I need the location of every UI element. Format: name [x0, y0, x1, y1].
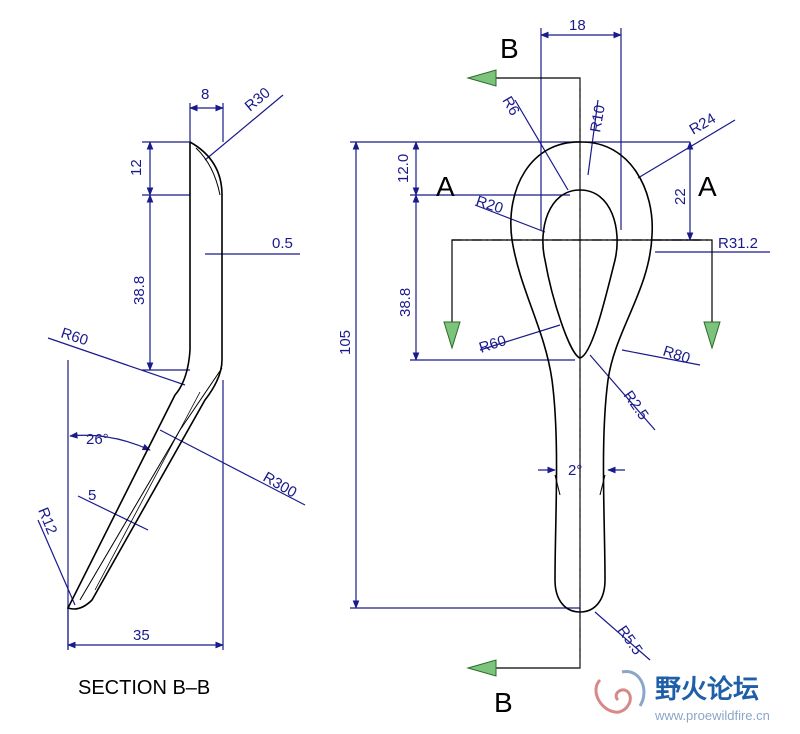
- dim-r20: R20: [474, 193, 505, 218]
- cut-arrows: [443, 69, 721, 677]
- dim-h12: 12: [128, 159, 145, 176]
- dim-top-width: 8: [201, 86, 209, 103]
- watermark: 野火论坛 www.proewildfire.cn: [594, 670, 770, 723]
- dim-h12: 12.0: [395, 154, 412, 183]
- dim-r24: R24: [687, 110, 719, 138]
- dim-r80: R80: [661, 343, 692, 368]
- watermark-url: www.proewildfire.cn: [654, 708, 770, 723]
- section-caption: SECTION B–B: [78, 677, 210, 699]
- dim-r60: R60: [59, 325, 90, 350]
- label-b-top: B: [500, 33, 519, 64]
- dim-r12: R12: [34, 505, 60, 537]
- dim-w18: 18: [569, 17, 586, 34]
- cut-lines: [451, 77, 713, 669]
- label-b-bottom: B: [494, 687, 513, 718]
- dim-r312: R31.2: [718, 235, 758, 252]
- label-a-left: A: [436, 171, 455, 202]
- dim-h22: 22: [672, 188, 689, 205]
- section-profile: [66, 141, 223, 610]
- dim-r6: R6: [499, 94, 523, 119]
- dim-r10: R10: [587, 104, 609, 134]
- section-view: [37, 94, 306, 650]
- watermark-title: 野火论坛: [655, 675, 759, 705]
- dim-width35: 35: [133, 627, 150, 644]
- dim-angle: 26°: [86, 431, 109, 448]
- dim-h38: 38.8: [131, 276, 148, 305]
- dim-s: 5: [88, 487, 96, 504]
- spoon-outline: [510, 141, 653, 613]
- dim-h388: 38.8: [397, 288, 414, 317]
- plan-dim-labels: 18 R6 R10 R24 12.0 22 R20 R31.2 38.8 105…: [337, 17, 758, 718]
- label-a-right: A: [698, 171, 717, 202]
- dim-r30: R30: [242, 84, 274, 115]
- dim-r60-plan: R60: [477, 332, 508, 357]
- watermark-logo-icon: [594, 670, 646, 714]
- dim-gap: 0.5: [272, 235, 293, 252]
- dim-r25: R2.5: [620, 388, 652, 424]
- dim-deg2: 2°: [568, 462, 582, 479]
- dim-h105: 105: [337, 330, 354, 355]
- dim-r300: R300: [260, 469, 300, 502]
- section-dim-labels: 8 R30 12 38.8 0.5 R60 26° R300 5 R12 35 …: [34, 84, 299, 699]
